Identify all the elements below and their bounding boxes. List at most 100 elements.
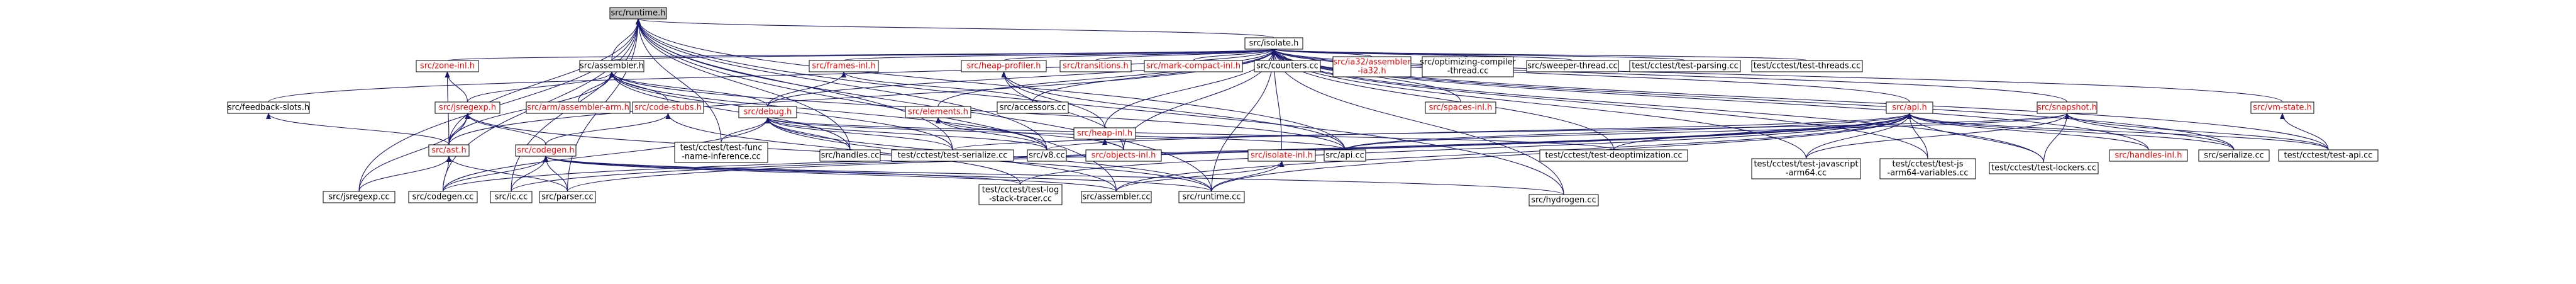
node-codegen-h[interactable]: src/codegen.h bbox=[515, 144, 577, 157]
edge-codegen_cc-to-debug_h bbox=[442, 117, 770, 192]
edge-jsregexp_cc-to-regexp_h bbox=[358, 113, 470, 192]
node-box bbox=[539, 191, 596, 203]
edge-debug_h-to-assembler_h bbox=[609, 71, 768, 107]
node-box bbox=[526, 101, 631, 114]
edge-hydrogen_cc-to-codegen_h bbox=[543, 156, 1564, 195]
node-test-deopt[interactable]: test/cctest/test-deoptimization.cc bbox=[1539, 149, 1688, 162]
node-label: -arm64.cc bbox=[1786, 169, 1827, 178]
node-label: src/heap-profiler.h bbox=[966, 62, 1041, 71]
edge-serialize_cc-to-snapshot_h bbox=[2064, 113, 2235, 151]
node-mark-compact-inl-h[interactable]: src/mark-compact-inl.h bbox=[1144, 60, 1243, 72]
node-heap-inl-h[interactable]: src/heap-inl.h bbox=[1073, 127, 1136, 140]
node-box bbox=[2250, 101, 2314, 114]
node-elements-h[interactable]: src/elements.h bbox=[905, 106, 971, 118]
node-frames-inl-h[interactable]: src/frames-inl.h bbox=[809, 60, 879, 72]
node-ic-cc[interactable]: src/ic.cc bbox=[490, 191, 533, 203]
node-box bbox=[323, 191, 395, 203]
node-label: -arm64-variables.cc bbox=[1888, 169, 1969, 178]
node-arm-assembler-arm[interactable]: src/arm/assembler-arm.h bbox=[526, 101, 631, 114]
node-spaces-inl-h[interactable]: src/spaces-inl.h bbox=[1425, 101, 1496, 114]
node-api-cc[interactable]: src/api.cc bbox=[1324, 149, 1366, 162]
node-label: src/api.cc bbox=[1325, 151, 1364, 161]
node-hydrogen-cc[interactable]: src/hydrogen.cc bbox=[1528, 194, 1599, 207]
node-label: test/cctest/test-serialize.cc bbox=[898, 151, 1008, 161]
node-box bbox=[1081, 191, 1152, 203]
node-test-threads[interactable]: test/cctest/test-threads.cc bbox=[1751, 60, 1863, 72]
node-handles-cc[interactable]: src/handles.cc bbox=[819, 149, 881, 162]
node-jsregexp-cc[interactable]: src/jsregexp.cc bbox=[323, 191, 395, 203]
node-optimizing-compiler[interactable]: src/optimizing-compiler-thread.cc bbox=[1420, 56, 1517, 77]
node-box bbox=[738, 106, 797, 118]
node-assembler-h[interactable]: src/assembler.h bbox=[579, 60, 644, 72]
edge-debug_h-to-frames_inl_h bbox=[767, 71, 846, 107]
node-ia32-assembler[interactable]: src/ia32/assembler-ia32.h bbox=[1332, 56, 1412, 77]
node-isolate-h[interactable]: src/isolate.h bbox=[1244, 37, 1303, 50]
node-v8-cc[interactable]: src/v8.cc bbox=[1027, 149, 1067, 162]
node-box bbox=[428, 144, 470, 157]
node-code-stubs-h[interactable]: src/code-stubs.h bbox=[632, 101, 704, 114]
edge-elements_h-to-isolate_h bbox=[937, 48, 1276, 107]
node-label: src/zone-inl.h bbox=[420, 62, 475, 71]
node-label: test/cctest/test-javascript bbox=[1754, 160, 1858, 169]
node-test-js-arm64[interactable]: test/cctest/test-javascript-arm64.cc bbox=[1751, 158, 1861, 179]
node-transitions-h[interactable]: src/transitions.h bbox=[1059, 60, 1132, 72]
edge-test_func_name-to-runtime_h bbox=[636, 18, 722, 143]
node-parser-cc[interactable]: src/parser.cc bbox=[539, 191, 596, 203]
node-zone-inl-h[interactable]: src/zone-inl.h bbox=[416, 60, 479, 72]
node-box bbox=[819, 149, 881, 162]
edge-test_threads-to-isolate_h bbox=[1271, 48, 1808, 61]
edge-v8_cc-to-elements_h bbox=[936, 117, 1048, 151]
node-objects-inl-h[interactable]: src/objects-inl.h bbox=[1085, 149, 1162, 162]
node-test-lockers[interactable]: test/cctest/test-lockers.cc bbox=[1989, 162, 2099, 174]
node-label: -ia32.h bbox=[1357, 67, 1386, 76]
edge-api_cc-to-debug_h bbox=[765, 117, 1346, 151]
node-isolate-inl-h[interactable]: src/isolate-inl.h bbox=[1247, 149, 1316, 162]
node-assembler-cc[interactable]: src/assembler.cc bbox=[1081, 191, 1152, 203]
node-label: test/cctest/test-deoptimization.cc bbox=[1545, 151, 1682, 161]
edge-test_js_arm64_vars-to-api_h bbox=[1907, 113, 1928, 159]
node-test-log-stack[interactable]: test/cctest/test-log-stack-tracer.cc bbox=[978, 184, 1063, 205]
node-test-api[interactable]: test/cctest/test-api.cc bbox=[2278, 149, 2379, 162]
node-heap-profiler-h[interactable]: src/heap-profiler.h bbox=[961, 60, 1047, 72]
node-box bbox=[905, 106, 971, 118]
node-label: src/sweeper-thread.cc bbox=[1527, 62, 1617, 71]
node-api-h[interactable]: src/api.h bbox=[1886, 101, 1933, 114]
edge-test_serialize-to-debug_h bbox=[765, 117, 953, 151]
node-codegen-cc[interactable]: src/codegen.cc bbox=[408, 191, 478, 203]
edge-codegen_h-to-code_stubs_h bbox=[545, 113, 671, 145]
edge-debug_h-to-isolate_h bbox=[767, 48, 1276, 107]
node-box bbox=[809, 60, 879, 72]
edge-transitions_h-to-isolate_h bbox=[1095, 48, 1276, 61]
node-handles-inl-h[interactable]: src/handles-inl.h bbox=[2109, 149, 2188, 162]
node-box bbox=[1629, 60, 1741, 72]
node-runtime-h: src/runtime.h bbox=[609, 7, 667, 20]
node-test-serialize[interactable]: test/cctest/test-serialize.cc bbox=[891, 149, 1014, 162]
node-box bbox=[490, 191, 533, 203]
edge-jsregexp_cc-to-ast_h bbox=[358, 156, 451, 192]
node-accessors-cc[interactable]: src/accessors.cc bbox=[997, 101, 1069, 114]
node-feedback-slots-h[interactable]: src/feedback-slots.h bbox=[227, 101, 310, 114]
node-runtime-cc[interactable]: src/runtime.cc bbox=[1178, 191, 1245, 203]
node-test-func-name[interactable]: test/cctest/test-func-name-inference.cc bbox=[674, 142, 768, 163]
node-label: src/handles-inl.h bbox=[2115, 151, 2182, 161]
node-regexp-h[interactable]: src/jsregexp.h bbox=[434, 101, 500, 114]
node-sweeper-thread[interactable]: src/sweeper-thread.cc bbox=[1526, 60, 1619, 72]
node-ast-h[interactable]: src/ast.h bbox=[428, 144, 470, 157]
node-serialize-cc[interactable]: src/serialize.cc bbox=[2198, 149, 2270, 162]
node-label: test/cctest/test-threads.cc bbox=[1754, 62, 1860, 71]
edge-assembler_cc-to-isolate_inl_h bbox=[1115, 161, 1285, 192]
node-label: src/isolate-inl.h bbox=[1251, 151, 1313, 161]
node-label: src/serialize.cc bbox=[2204, 151, 2264, 161]
edge-api_cc-to-snapshot_h bbox=[1344, 113, 2070, 151]
node-counters-cc[interactable]: src/counters.cc bbox=[1254, 60, 1321, 72]
node-box bbox=[1178, 191, 1245, 203]
node-test-parsing[interactable]: test/cctest/test-parsing.cc bbox=[1629, 60, 1741, 72]
node-test-js-arm64-vars[interactable]: test/cctest/test-js-arm64-variables.cc bbox=[1879, 158, 1976, 179]
node-debug-h[interactable]: src/debug.h bbox=[738, 106, 797, 118]
edge-api_h-to-isolate_h bbox=[1271, 48, 1910, 103]
node-box bbox=[1027, 149, 1067, 162]
node-box bbox=[609, 7, 667, 20]
node-snapshot-h[interactable]: src/snapshot.h bbox=[2037, 101, 2098, 114]
edge-isolate_h-to-runtime_h bbox=[636, 18, 1274, 38]
node-vm-state-h[interactable]: src/vm-state.h bbox=[2250, 101, 2314, 114]
